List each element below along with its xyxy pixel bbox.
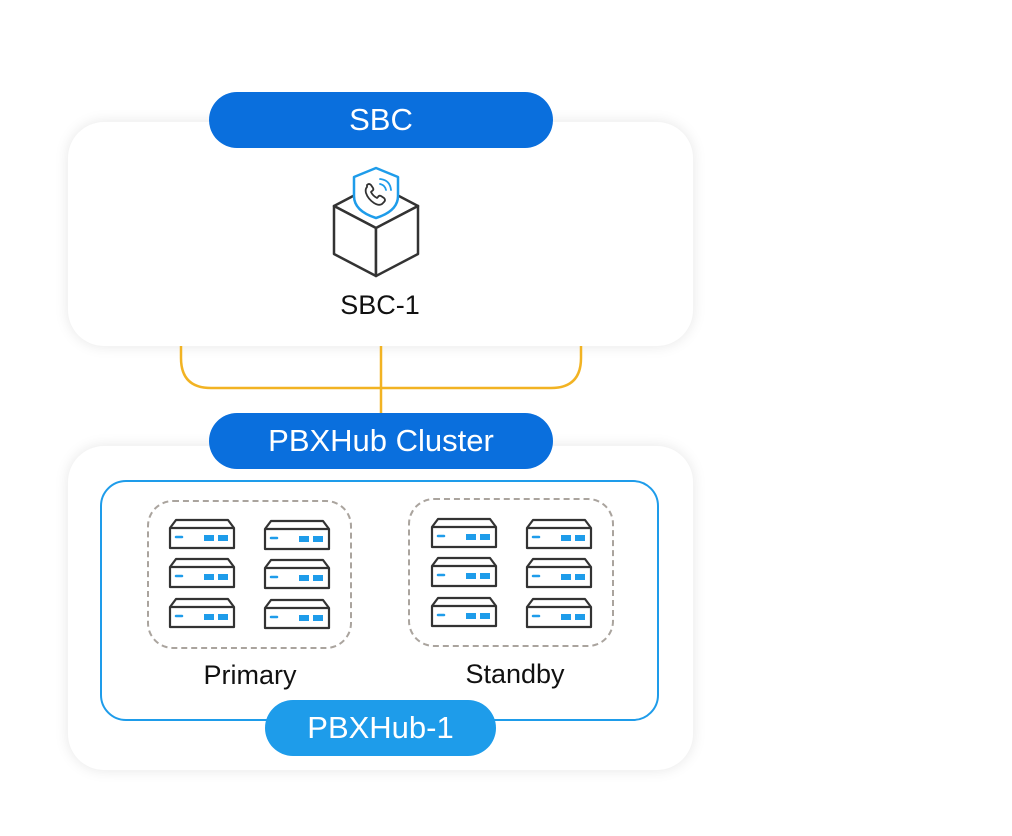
cluster-title: PBXHub Cluster (209, 413, 553, 469)
server-icon (168, 557, 236, 589)
sbc-device-label: SBC-1 (340, 290, 420, 320)
standby-label: Standby (465, 659, 565, 689)
primary-label: Primary (203, 660, 297, 690)
server-icon (168, 597, 236, 629)
server-icon (263, 558, 331, 590)
hub-title: PBXHub-1 (265, 700, 496, 756)
server-icon (525, 597, 593, 629)
server-icon (168, 518, 236, 550)
standby-group-box (408, 498, 614, 647)
server-icon (525, 557, 593, 589)
sbc-title: SBC (209, 92, 553, 148)
server-icon (430, 517, 498, 549)
server-icon (430, 556, 498, 588)
sbc-device-icon (332, 166, 420, 278)
server-icon (430, 596, 498, 628)
server-icon (525, 518, 593, 550)
server-icon (263, 519, 331, 551)
server-icon (263, 598, 331, 630)
primary-group-box (147, 500, 352, 649)
